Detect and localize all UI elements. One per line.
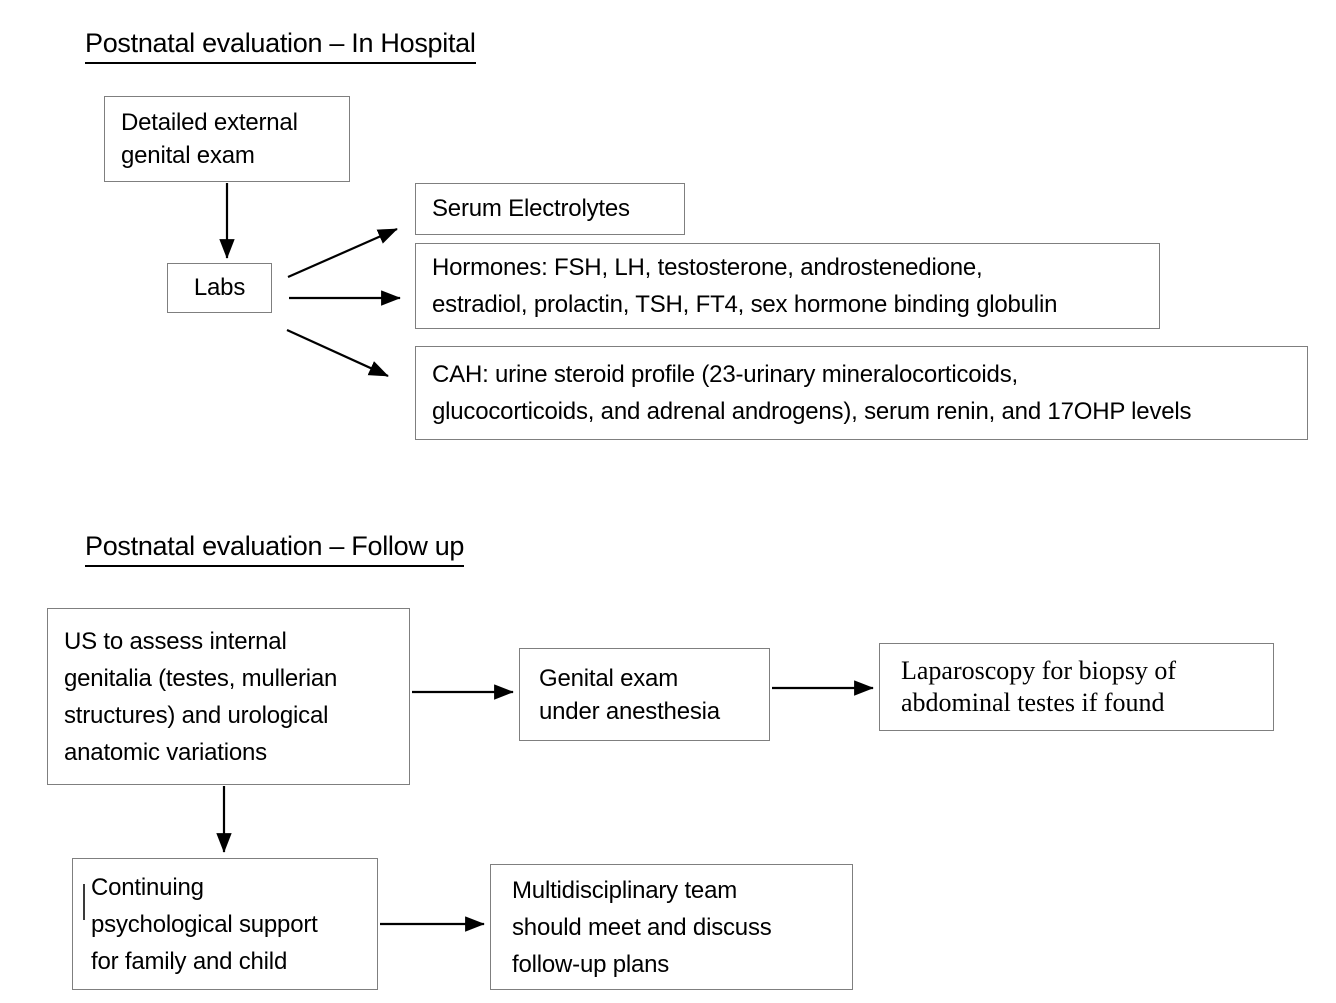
node-genital-exam-under-anesthesia-text: Genital exam under anesthesia: [539, 664, 720, 725]
section-title-in-hospital: Postnatal evaluation – In Hospital: [85, 28, 476, 64]
node-genital-exam-under-anesthesia: Genital exam under anesthesia: [519, 648, 770, 741]
node-hormones: Hormones: FSH, LH, testosterone, androst…: [415, 243, 1160, 329]
node-laparoscopy-text: Laparoscopy for biopsy of abdominal test…: [901, 656, 1177, 717]
node-labs: Labs: [167, 263, 272, 313]
arrow-labs-to-cah: [286, 328, 389, 378]
node-detailed-external-genital-exam: Detailed external genital exam: [104, 96, 350, 182]
node-us-assess: US to assess internal genitalia (testes,…: [47, 608, 410, 785]
node-detailed-external-genital-exam-text: Detailed external genital exam: [121, 109, 298, 169]
node-serum-electrolytes: Serum Electrolytes: [415, 183, 685, 235]
node-serum-electrolytes-text: Serum Electrolytes: [432, 195, 630, 222]
node-laparoscopy: Laparoscopy for biopsy of abdominal test…: [879, 643, 1274, 731]
node-psych-support-text: Continuing psychological support for fam…: [91, 873, 318, 975]
node-labs-text: Labs: [193, 274, 246, 301]
node-multidisciplinary-team-text: Multidisciplinary team should meet and d…: [512, 876, 772, 978]
node-psych-support: Continuing psychological support for fam…: [72, 858, 378, 990]
node-cah-text: CAH: urine steroid profile (23-urinary m…: [432, 361, 1192, 425]
section-title-follow-up-text: Postnatal evaluation – Follow up: [85, 531, 464, 567]
node-hormones-text: Hormones: FSH, LH, testosterone, androst…: [432, 254, 1058, 318]
node-cah: CAH: urine steroid profile (23-urinary m…: [415, 346, 1308, 440]
arrow-labs-to-serum-electrolytes: [287, 227, 398, 279]
section-title-in-hospital-text: Postnatal evaluation – In Hospital: [85, 28, 476, 64]
node-multidisciplinary-team: Multidisciplinary team should meet and d…: [490, 864, 853, 990]
text-cursor-mark: [83, 884, 85, 920]
section-title-follow-up: Postnatal evaluation – Follow up: [85, 531, 464, 567]
node-us-assess-text: US to assess internal genitalia (testes,…: [64, 627, 338, 766]
